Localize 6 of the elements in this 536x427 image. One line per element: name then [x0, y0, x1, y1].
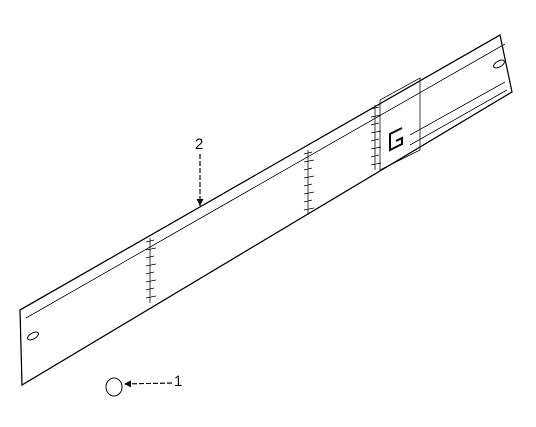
- plate-drawing: [19, 34, 513, 386]
- fastener-drawing: [106, 377, 122, 396]
- leader-arrow: [196, 154, 204, 206]
- callout-number: 1: [174, 374, 182, 390]
- leader-arrow: [124, 380, 172, 388]
- callout-number: 2: [195, 137, 204, 153]
